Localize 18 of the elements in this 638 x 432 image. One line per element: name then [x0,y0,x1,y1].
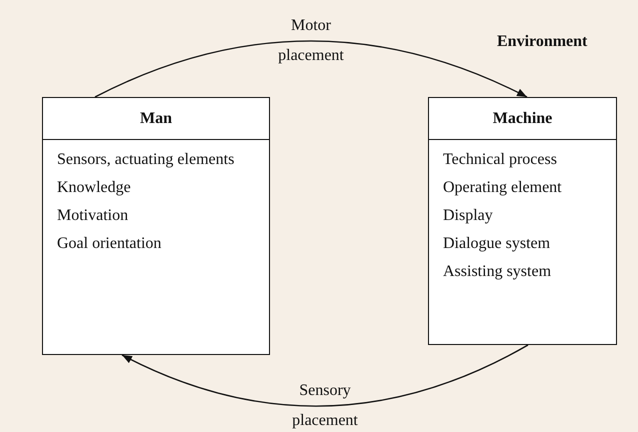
list-item: Operating element [443,178,563,197]
edge-label: Motor placement [277,16,345,66]
curved-arrow [94,40,528,98]
list-item: Motivation [57,206,130,225]
curved-arrow [122,344,528,407]
list-item: Goal orientation [57,234,162,253]
list-item: Sensors, actuating elements [57,150,236,169]
list-item: Display [443,206,494,225]
list-item: Technical process [443,150,558,169]
list-item: Assisting system [443,262,552,281]
box-heading: Man [43,98,269,140]
region-label: Environment [497,33,588,51]
list-item: Dialogue system [443,234,552,253]
edge-label: Sensory placement [291,381,359,431]
list-item: Knowledge [57,178,132,197]
info-box [42,97,270,355]
box-heading: Machine [429,98,616,140]
info-box [428,97,617,345]
